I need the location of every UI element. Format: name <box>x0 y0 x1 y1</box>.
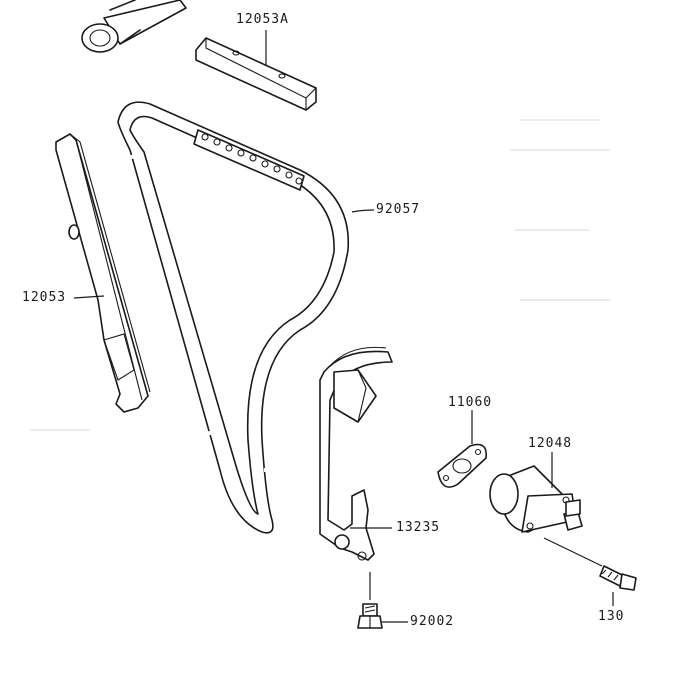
part-label-12053A: 12053A <box>236 12 289 27</box>
upper-chain-guide-part <box>195 37 317 111</box>
guide-bolt-part <box>357 572 383 629</box>
leader-92057 <box>351 209 375 213</box>
tensioner-chain-guide-part <box>319 346 393 561</box>
leader-12053 <box>73 295 105 299</box>
chain-tensioner-part <box>489 465 583 533</box>
left-chain-guide-part <box>55 133 151 413</box>
part-label-92057: 92057 <box>376 202 421 217</box>
part-label-92002: 92002 <box>410 614 455 629</box>
tensioner-bolt-part <box>543 537 637 591</box>
part-label-12053: 12053 <box>22 290 67 305</box>
camshaft-end <box>81 0 187 53</box>
part-label-13235: 13235 <box>396 520 441 535</box>
gasket-part <box>437 443 487 488</box>
cam-chain-part <box>117 101 350 534</box>
chain-links <box>193 129 305 191</box>
part-label-130: 130 <box>598 609 625 624</box>
background-ghost-marks <box>30 119 610 431</box>
part-label-12048: 12048 <box>528 436 573 451</box>
part-label-11060: 11060 <box>448 395 493 410</box>
